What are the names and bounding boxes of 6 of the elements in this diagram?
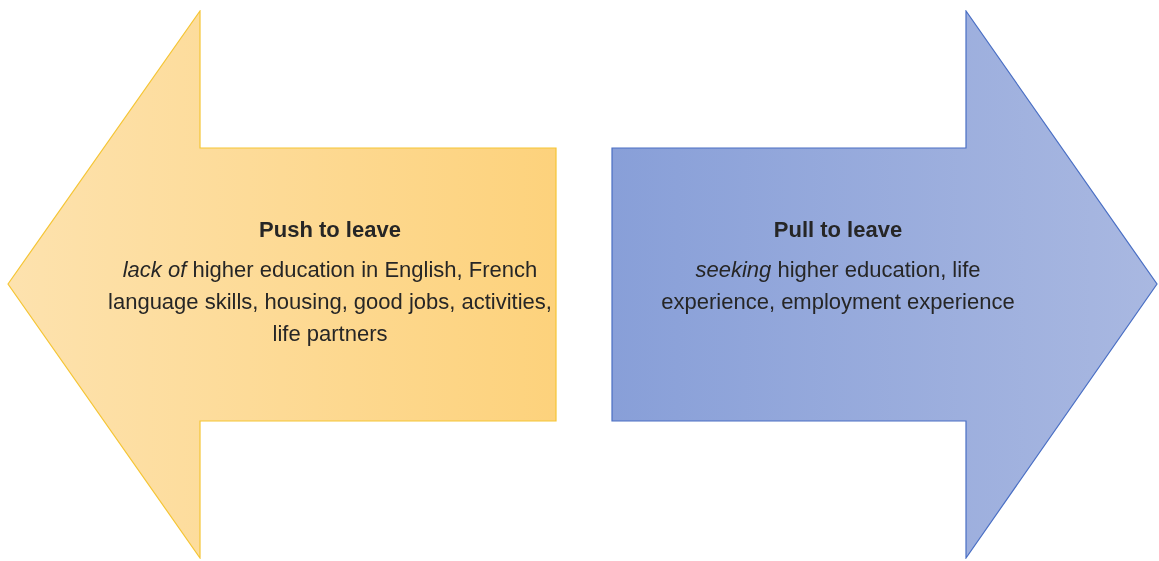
- arrow-description: seeking higher education, life experience, employment experience: [660, 256, 1016, 316]
- arrow-description: lack of higher education in English, French language skills, housing, good jobs, activities, life partners: [107, 256, 553, 348]
- arrow-shape: [611, 10, 1158, 559]
- arrow-heading: Push to leave: [259, 216, 401, 244]
- arrow-heading: Pull to leave: [773, 216, 903, 244]
- arrow-shape: [7, 10, 557, 559]
